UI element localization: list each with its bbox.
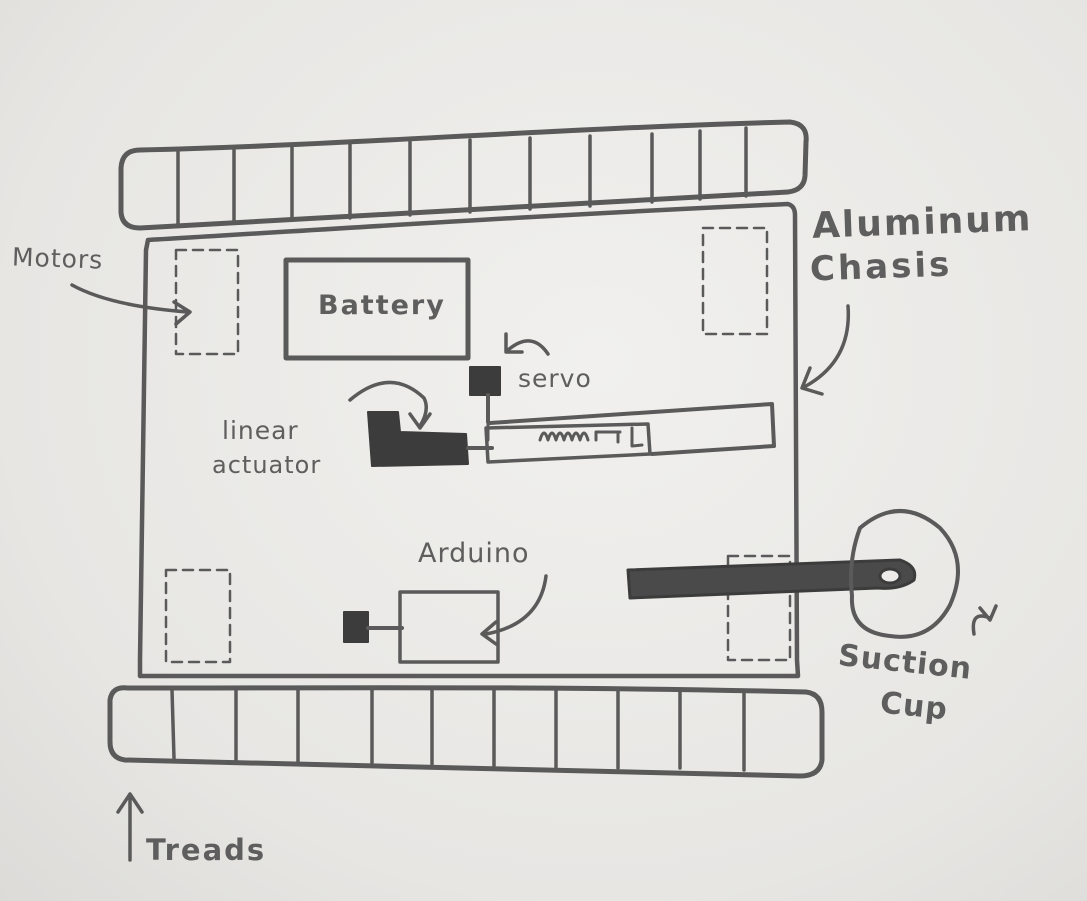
suction-cup-label-line2: Cup bbox=[879, 689, 950, 726]
linear-actuator-label-line1: linear bbox=[222, 418, 299, 443]
servo-label: servo bbox=[518, 366, 592, 391]
motors bbox=[166, 228, 790, 662]
top-tread bbox=[121, 122, 806, 228]
arduino-connector bbox=[344, 612, 368, 642]
treads-label: Treads bbox=[146, 836, 266, 865]
arrow-chassis bbox=[802, 306, 848, 394]
arduino-label: Arduino bbox=[418, 540, 529, 567]
arrow-motors bbox=[72, 285, 190, 324]
arrow-arduino bbox=[482, 576, 546, 644]
bottom-tread bbox=[110, 688, 822, 776]
arrow-suction bbox=[973, 606, 996, 634]
servo-block bbox=[470, 367, 500, 395]
arrow-servo bbox=[506, 334, 548, 354]
motor-top-left bbox=[176, 250, 238, 354]
motors-label: Motors bbox=[12, 244, 104, 272]
chassis-label-line2: Chasis bbox=[809, 248, 952, 287]
linear-actuator-label-line2: actuator bbox=[212, 453, 321, 477]
arduino-board bbox=[400, 592, 498, 662]
bottom-tread-segments bbox=[172, 689, 744, 770]
motor-top-right bbox=[703, 228, 767, 334]
motor-bottom-left bbox=[166, 570, 230, 662]
battery-label: Battery bbox=[318, 292, 446, 319]
suction-assembly bbox=[628, 511, 958, 637]
arrow-treads bbox=[118, 794, 142, 860]
chassis-label-line1: Aluminum bbox=[811, 201, 1033, 245]
